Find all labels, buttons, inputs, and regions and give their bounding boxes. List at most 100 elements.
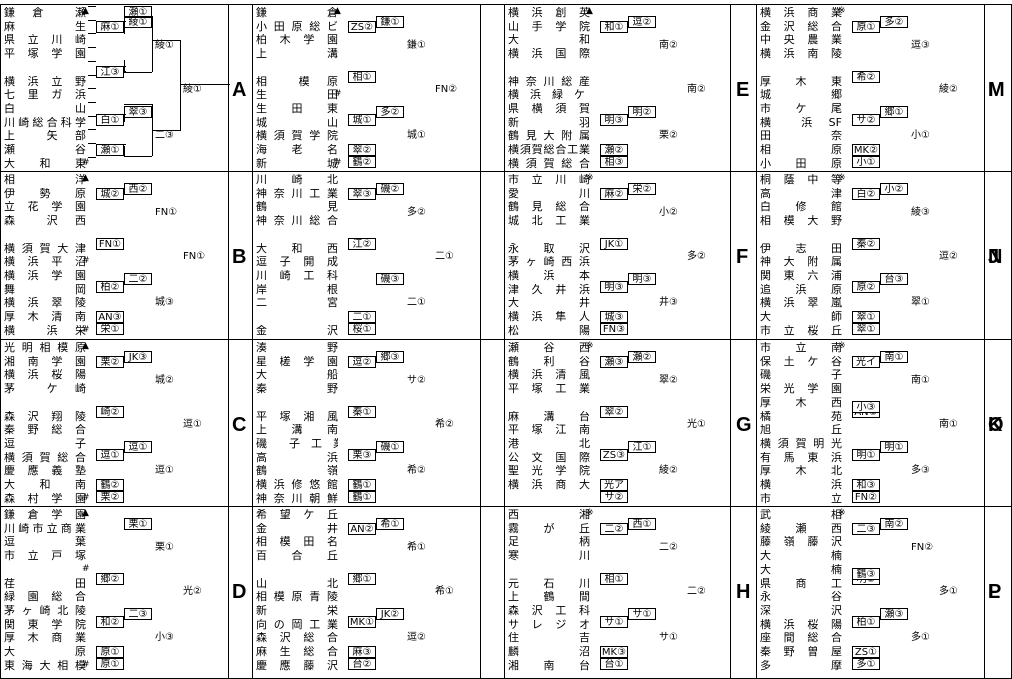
school-name: 県 横 須 賀 bbox=[508, 102, 590, 115]
school-name: 住 吉 bbox=[508, 632, 590, 645]
match-entry-box: 和③ bbox=[852, 479, 880, 491]
school-name: 大 和 東 bbox=[4, 157, 86, 170]
round1-box: 多② bbox=[880, 16, 908, 28]
school-name: 秦 野 曽 屋 bbox=[760, 646, 842, 658]
school-name: 横 浜 本 bbox=[508, 269, 590, 282]
match-entry-box: サ① bbox=[600, 616, 628, 628]
school-name: 横須賀総合工業 bbox=[508, 144, 590, 156]
school-name: 横 浜 商 大 bbox=[508, 479, 590, 491]
school-name: 市 立 桜 丘 bbox=[760, 324, 842, 337]
match-entry-box: 城② bbox=[96, 188, 124, 200]
school-name: 横 浜 南 陵 bbox=[760, 48, 842, 61]
final-result: 希① bbox=[434, 586, 455, 597]
match-entry-box: 栗② bbox=[96, 356, 124, 368]
match-entry-box: FN② bbox=[852, 491, 880, 503]
bracket-block: 横 浜 商 業金 沢 総 合中 央 農 業横 浜 南 陵厚 木 東城 郷市 ケ … bbox=[756, 6, 1008, 174]
school-name: 神 大 附 属 bbox=[760, 256, 842, 269]
lead-line bbox=[88, 6, 96, 7]
entry-connector bbox=[124, 144, 126, 145]
school-name: 緑 園 総 合 bbox=[4, 591, 86, 604]
school-name: 七 里 ガ 浜 bbox=[4, 89, 86, 102]
school-name: 瀬 谷 bbox=[4, 144, 86, 156]
school-name: 横 浜 清 風 bbox=[508, 369, 590, 382]
school-name: 藤 嶺 藤 沢 bbox=[760, 536, 842, 549]
school-name: 松 陽 bbox=[508, 324, 590, 337]
school-name: 神奈川工業 bbox=[256, 187, 338, 200]
quarter-result: 逗② bbox=[406, 632, 427, 643]
school-name: 神奈川総産 bbox=[508, 75, 590, 88]
lead-line bbox=[88, 101, 96, 103]
school-name: 鎌 倉 学 園 bbox=[4, 509, 86, 521]
block-letter: H bbox=[736, 581, 751, 603]
school-name: 寒 川 bbox=[508, 550, 590, 563]
match-entry-box: 麻① bbox=[96, 21, 124, 33]
quarter-result: FN① bbox=[154, 207, 179, 218]
sharp-mark: # bbox=[82, 324, 90, 335]
school-name: 柏 木 学 園 bbox=[256, 34, 338, 47]
school-name: 横 浜 創 英 bbox=[508, 7, 590, 19]
round1-box: JK③ bbox=[124, 351, 152, 363]
school-name: 城 山 bbox=[256, 116, 338, 129]
quarter-result: 城① bbox=[406, 130, 427, 141]
match-entry-box: 鶴② bbox=[348, 156, 376, 168]
school-name: 多 摩 bbox=[760, 659, 842, 672]
match-entry-box: 逗② bbox=[348, 356, 376, 368]
quarter-result: 城② bbox=[154, 375, 175, 386]
school-name: 関 東 学 院 bbox=[4, 618, 86, 631]
match-entry-box: 鶴① bbox=[348, 491, 376, 503]
school-name: 足 柄 bbox=[508, 536, 590, 549]
quarter-result: 逗③ bbox=[910, 40, 931, 51]
lead-line bbox=[88, 74, 96, 76]
school-name: 小 田 原 bbox=[760, 157, 842, 170]
match-entry-box: 柏① bbox=[852, 616, 880, 628]
final-result: 綾② bbox=[938, 84, 959, 95]
school-name: 保 土 ケ 谷 bbox=[760, 355, 842, 368]
grid-row-line bbox=[0, 339, 1012, 340]
match-entry-box: 原① bbox=[96, 658, 124, 670]
school-name: 逗子開成 bbox=[256, 256, 338, 269]
school-name: 横 浜 平 沼 bbox=[4, 256, 86, 269]
match-entry-box: 原① bbox=[852, 21, 880, 33]
seed-mark: ▲ bbox=[82, 173, 89, 183]
quarter-result: 翠② bbox=[658, 375, 679, 386]
match-entry-box: 光ア bbox=[600, 479, 628, 491]
school-name: 立 花 学 園 bbox=[4, 201, 86, 214]
school-name: 平 塚 江 南 bbox=[508, 424, 590, 437]
final-result: 多② bbox=[686, 251, 707, 262]
match-entry-box: MK② bbox=[852, 144, 880, 156]
match-entry-box: 瀬② bbox=[600, 144, 628, 156]
round1-box: 二② bbox=[124, 273, 152, 285]
sharp-mark: # bbox=[334, 89, 342, 100]
school-name: 山 手 学 院 bbox=[508, 20, 590, 33]
school-name: 公 文 国 際 bbox=[508, 451, 590, 464]
round1-box: 翠③ bbox=[124, 106, 152, 118]
round1-box: 郷③ bbox=[376, 351, 404, 363]
school-name: 永 谷 bbox=[760, 591, 842, 604]
entry-connector bbox=[124, 114, 126, 115]
school-name: 白 修 館 bbox=[760, 201, 842, 214]
match-entry-box: 翠② bbox=[600, 406, 628, 418]
quarter-result: 二① bbox=[406, 297, 427, 308]
match-entry-box: 相① bbox=[600, 573, 628, 585]
match-entry-box: 白② bbox=[852, 188, 880, 200]
school-name: 海 老 名 bbox=[256, 144, 338, 156]
match-entry-box: 和① bbox=[600, 21, 628, 33]
match-entry-box: 翠② bbox=[348, 144, 376, 156]
school-name: 逗 子 bbox=[4, 437, 86, 450]
match-entry-box: 江③ bbox=[96, 66, 124, 78]
school-name: 市 立 戸 塚 bbox=[4, 550, 86, 563]
final-result: 逗② bbox=[938, 251, 959, 262]
round1-box: 多② bbox=[376, 106, 404, 118]
school-name: 横 浜 翠 陵 bbox=[4, 297, 86, 310]
school-name: 横須賀明光 bbox=[760, 437, 842, 450]
match-entry-box: サ② bbox=[600, 491, 628, 503]
school-name: 高 津 bbox=[760, 187, 842, 200]
school-name: 秦 野 bbox=[256, 383, 338, 396]
bracket-block: 鎌 倉 学 園川崎市立商業逗 葉市 立 戸 塚荏 田緑 園 総 合茅ヶ崎北陵関 … bbox=[0, 508, 252, 676]
school-name: 横 浜 栄 bbox=[4, 324, 86, 337]
school-name: 平 塚 学 園 bbox=[4, 48, 86, 61]
school-name: 神奈川朝鮮 bbox=[256, 492, 338, 505]
final-result: 光① bbox=[686, 419, 707, 430]
match-entry-box: 二① bbox=[348, 311, 376, 323]
